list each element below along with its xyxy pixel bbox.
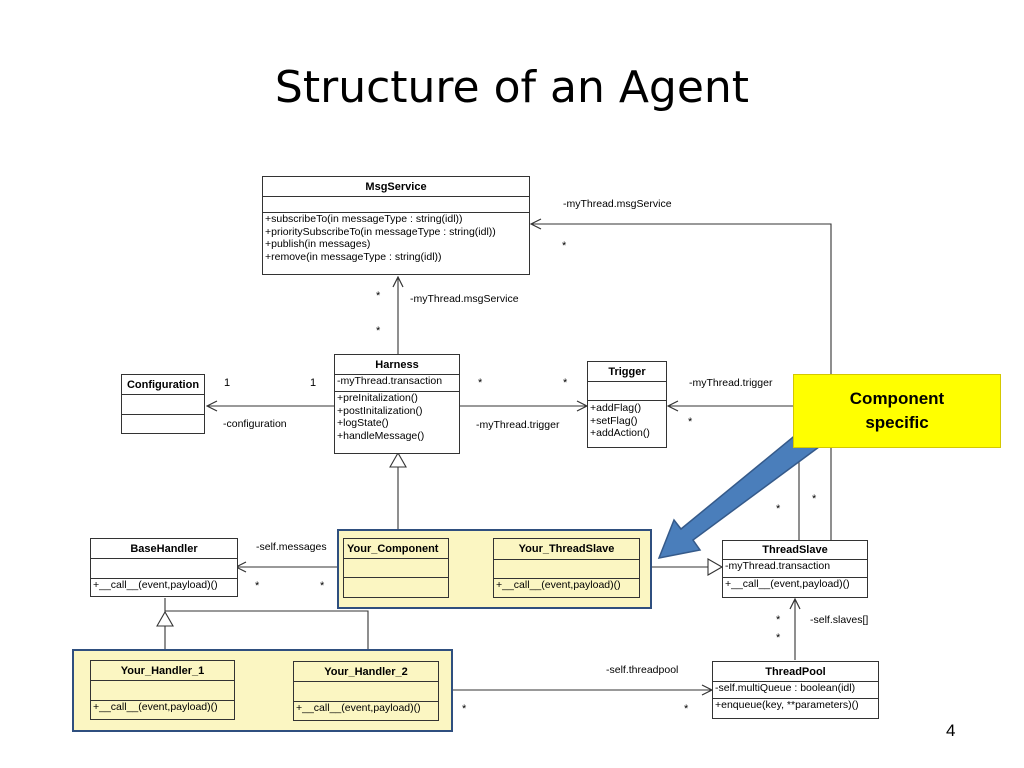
class-name: ThreadSlave <box>723 541 867 560</box>
class-methods <box>344 578 448 597</box>
method-line: +setFlag() <box>590 414 638 427</box>
class-name: Harness <box>335 355 459 375</box>
class-attributes <box>344 559 448 578</box>
multiplicity: * <box>812 493 817 505</box>
method-line: +remove(in messageType : string(idl)) <box>265 250 442 263</box>
class-name: Your_Handler_2 <box>294 662 438 682</box>
class-attributes <box>494 560 639 579</box>
class-threadslave: ThreadSlave -myThread.transaction +__cal… <box>722 540 868 598</box>
class-attributes <box>91 559 237 579</box>
class-name: Trigger <box>588 362 666 382</box>
callout-line-1: Component <box>849 389 945 408</box>
class-name: BaseHandler <box>91 539 237 559</box>
multiplicity: * <box>688 416 693 428</box>
multiplicity: * <box>562 240 567 252</box>
callout-arrow <box>657 423 829 559</box>
multiplicity: * <box>563 377 568 389</box>
method-line: +addAction() <box>590 427 650 439</box>
class-methods: +__call__(event,payload)() <box>91 579 237 596</box>
multiplicity: * <box>320 580 325 592</box>
class-name: Configuration <box>122 375 204 395</box>
multiplicity: 1 <box>310 377 317 389</box>
class-methods: +__call__(event,payload)() <box>294 702 438 720</box>
callout-component-specific: Component specific <box>793 374 1001 448</box>
class-your-component: Your_Component <box>343 538 449 598</box>
method-line: +preInitalization() <box>337 392 418 404</box>
method-line: +__call__(event,payload)() <box>93 701 218 713</box>
label-self-messages: -self.messages <box>256 541 327 553</box>
method-line: +__call__(event,payload)() <box>496 579 621 591</box>
multiplicity: * <box>376 325 381 337</box>
method-line: +__call__(event,payload)() <box>93 579 218 591</box>
method-line: +prioritySubscribeTo(in messageType : st… <box>265 225 496 238</box>
label-trigger-right: -myThread.trigger <box>689 377 773 389</box>
multiplicity: * <box>684 703 689 715</box>
class-configuration: Configuration <box>121 374 205 434</box>
label-configuration: -configuration <box>223 418 287 430</box>
class-name: ThreadPool <box>713 662 878 682</box>
method-line: +logState() <box>337 417 389 429</box>
class-attributes: -myThread.transaction <box>335 375 459 392</box>
method-line: +postInitalization() <box>337 404 423 417</box>
multiplicity: * <box>376 290 381 302</box>
label-self-threadpool: -self.threadpool <box>606 664 679 676</box>
multiplicity: * <box>776 632 781 644</box>
attribute-line: -self.multiQueue : boolean(idl) <box>715 682 856 694</box>
class-name: Your_Component <box>344 539 448 559</box>
method-line: +enqueue(key, **parameters)() <box>715 699 859 711</box>
method-line: +handleMessage() <box>337 429 425 442</box>
multiplicity: * <box>776 503 781 515</box>
multiplicity: 1 <box>224 377 231 389</box>
class-name: Your_ThreadSlave <box>494 539 639 560</box>
multiplicity: * <box>255 580 260 592</box>
class-methods: +subscribeTo(in messageType : string(idl… <box>263 213 529 274</box>
class-trigger: Trigger +addFlag() +setFlag() +addAction… <box>587 361 667 448</box>
class-methods: +__call__(event,payload)() <box>723 578 867 597</box>
method-line: +publish(in messages) <box>265 238 371 250</box>
class-msgservice: MsgService +subscribeTo(in messageType :… <box>262 176 530 275</box>
class-attributes: -self.multiQueue : boolean(idl) <box>713 682 878 699</box>
class-methods <box>122 415 204 433</box>
class-your-handler-1: Your_Handler_1 +__call__(event,payload)(… <box>90 660 235 720</box>
class-harness: Harness -myThread.transaction +preInital… <box>334 354 460 454</box>
multiplicity: * <box>776 614 781 626</box>
class-methods: +addFlag() +setFlag() +addAction() <box>588 401 666 447</box>
attribute-line: -myThread.transaction <box>337 375 443 387</box>
class-threadpool: ThreadPool -self.multiQueue : boolean(id… <box>712 661 879 719</box>
label-msgservice-top: -myThread.msgService <box>563 198 672 210</box>
multiplicity: * <box>478 377 483 389</box>
class-name: MsgService <box>263 177 529 197</box>
class-attributes: -myThread.transaction <box>723 560 867 578</box>
class-name: Your_Handler_1 <box>91 661 234 681</box>
attribute-line: -myThread.transaction <box>725 560 831 572</box>
page-number: 4 <box>946 721 956 740</box>
class-methods: +__call__(event,payload)() <box>494 579 639 597</box>
method-line: +subscribeTo(in messageType : string(idl… <box>265 213 463 225</box>
slide-title: Structure of an Agent <box>274 62 750 113</box>
callout-line-2: specific <box>865 413 929 432</box>
class-your-threadslave: Your_ThreadSlave +__call__(event,payload… <box>493 538 640 598</box>
class-attributes <box>263 197 529 213</box>
class-basehandler: BaseHandler +__call__(event,payload)() <box>90 538 238 597</box>
multiplicity: * <box>462 703 467 715</box>
method-line: +__call__(event,payload)() <box>725 578 850 590</box>
class-methods: +enqueue(key, **parameters)() <box>713 699 878 718</box>
class-attributes <box>91 681 234 701</box>
class-methods: +__call__(event,payload)() <box>91 701 234 719</box>
class-attributes <box>294 682 438 702</box>
class-methods: +preInitalization() +postInitalization()… <box>335 392 459 453</box>
class-your-handler-2: Your_Handler_2 +__call__(event,payload)(… <box>293 661 439 721</box>
method-line: +__call__(event,payload)() <box>296 702 421 714</box>
label-msgservice-mid: -myThread.msgService <box>410 293 519 305</box>
method-line: +addFlag() <box>590 402 642 414</box>
label-trigger-harness: -myThread.trigger <box>476 419 560 431</box>
label-self-slaves: -self.slaves[] <box>810 614 869 626</box>
class-attributes <box>588 382 666 401</box>
class-attributes <box>122 395 204 415</box>
